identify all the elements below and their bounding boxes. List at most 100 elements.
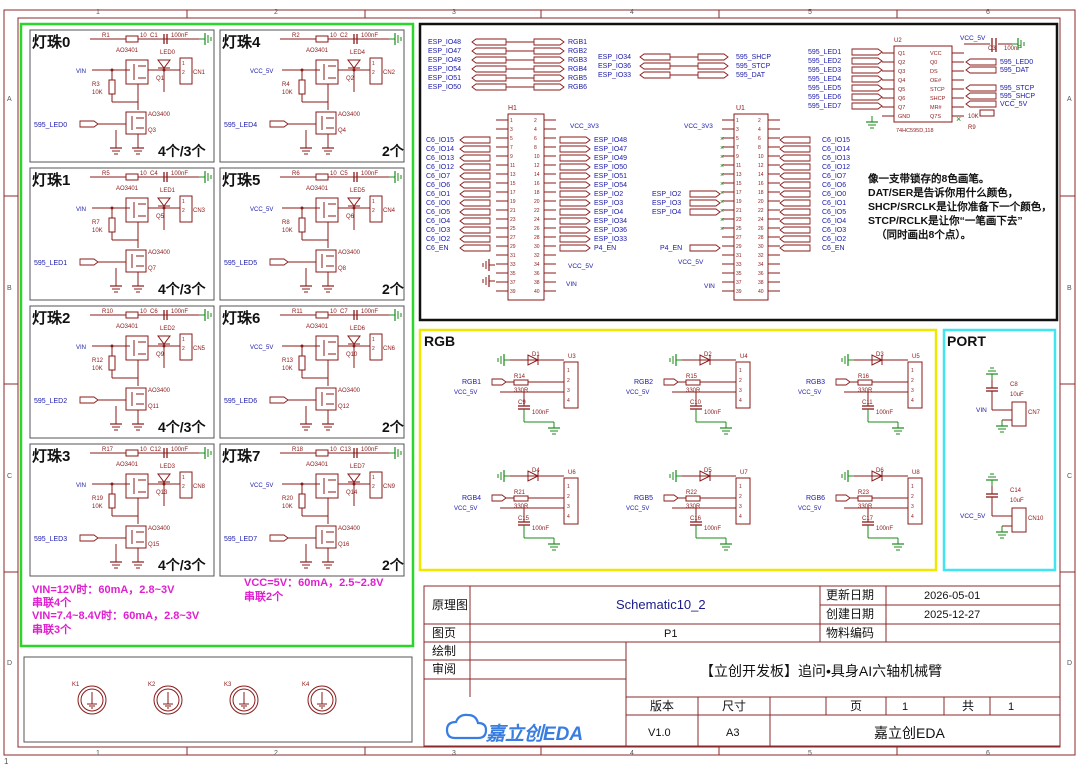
pin-num: 15 [510,181,516,187]
ground-icon [132,280,144,293]
rgb-diode-ref: D4 [532,468,540,474]
pmos-ref: Q6 [346,214,355,220]
connector-icon [179,333,193,361]
led-ref: LED1 [160,188,176,194]
pmos-ref: Q10 [346,352,358,358]
sh-target-net: 595_DAT [736,72,766,79]
ruler-row-label: C [1067,473,1072,480]
led-cell-count: 2个 [382,557,405,573]
net-port-icon [79,120,99,128]
pin-num: 6 [758,136,761,142]
supply-net: VCC_5V [250,345,273,351]
rgb-connector-icon [735,477,751,525]
header-ref: U1 [736,105,745,112]
net-port-icon [79,396,99,404]
pin-num: 1 [510,118,513,124]
driver-net: 595_LED3 [34,536,67,543]
net-port-icon [779,190,811,198]
ruler-row-label: D [1067,660,1072,667]
value-update: 2026-05-01 [924,590,980,602]
net-port-icon [851,93,883,101]
value-create: 2025-12-27 [924,609,980,621]
h1-left-net: C6_IO0 [426,200,450,207]
corner-label: 1 [4,757,9,766]
comment-line-5: （同时画出8个点）。 [876,228,971,241]
pmos-ref: Q1 [156,76,165,82]
pin-num: 17 [736,190,742,196]
rgb-connector-icon [563,361,579,409]
net-port-icon [779,235,811,243]
ruler-col-label: 4 [630,9,634,16]
note-vin-line3: VIN=7.4~8.4V时：60mA，2.8~3V [32,608,200,622]
resistor-ref: R18 [292,447,304,453]
pin-num: 2 [534,118,537,124]
u1-right-net: C6_IO5 [822,209,846,216]
driver-net: 595_LED0 [34,122,67,129]
supply-net: VCC_5V [250,69,273,75]
rgb-source-net: ESP_IO50 [428,84,461,91]
rgb-source-net: ESP_IO49 [428,57,461,64]
pin-num: 3 [510,127,513,133]
cap-value: 100nF [171,33,188,39]
key-3: K4 [302,682,337,715]
rgb-vcc-net: VCC_5V [626,390,649,396]
rgb-in-net: RGB3 [806,379,825,386]
resistor-icon [108,355,116,371]
label-page: 图页 [432,626,456,640]
nmos-part: AO3400 [148,250,171,256]
net-port-icon [459,190,491,198]
ruler-col-label: 3 [452,9,456,16]
pin-num: 5 [510,136,513,142]
nmos-part: AO3400 [338,388,361,394]
rgb-in-net: RGB6 [806,495,825,502]
led-cell-title: 灯珠4 [222,33,261,51]
u1-vin-net: VIN [704,283,715,290]
h1-left-net: C6_IO14 [426,146,454,153]
net-port-icon [559,154,591,162]
port-conn-ref: CN7 [1028,410,1041,416]
u2-pin-left: Q3 [898,69,905,75]
led-ref: LED2 [160,326,176,332]
net-port-icon [663,378,679,386]
rgb-res-ref: R14 [514,374,526,380]
cap-value: 100nF [361,447,378,453]
pin-num: 4 [567,398,570,404]
u2-led-net: 595_LED3 [808,67,841,74]
net-port-icon [269,120,289,128]
junction-dot [110,68,114,72]
pin-num: 2 [911,378,914,384]
u2-pin-right: OE# [930,78,942,84]
net-port-icon [533,47,565,55]
cap-ref: C5 [340,171,348,177]
ground-icon [482,275,495,287]
comment-line-1: 像一支带锁存的8色画笔。 [868,172,989,185]
u1-right-net: C6_IO0 [822,191,846,198]
u2-led-net: 595_LED7 [808,103,841,110]
net-port-icon [851,66,883,74]
led-cell-frame [219,29,405,163]
pin-num: 19 [510,199,516,205]
bias-value: 10K [282,228,293,234]
net-port-icon [559,226,591,234]
mounting-hole-inner [80,688,104,712]
no-connect-mark: × [720,154,724,161]
net-port-icon [689,199,721,207]
rgb-res-value: 330R [858,388,873,394]
cap-ref: C4 [150,171,158,177]
resistor-ref: R11 [292,309,303,315]
pmos-icon [125,473,149,499]
diode-icon [871,354,884,366]
pin-num: 1 [372,337,375,343]
rgb-connector-icon [563,477,579,525]
no-connect-mark: × [720,163,724,170]
net-port-icon [459,154,491,162]
pin-num: 34 [758,262,764,268]
pmos-part: AO3401 [306,48,329,54]
led-ref: LED0 [160,50,176,56]
net-port-icon [639,62,671,70]
net-port-icon [559,235,591,243]
led-ref: LED3 [160,464,176,470]
key-0: K1 [72,682,107,715]
mounting-hole-icon [307,685,337,715]
